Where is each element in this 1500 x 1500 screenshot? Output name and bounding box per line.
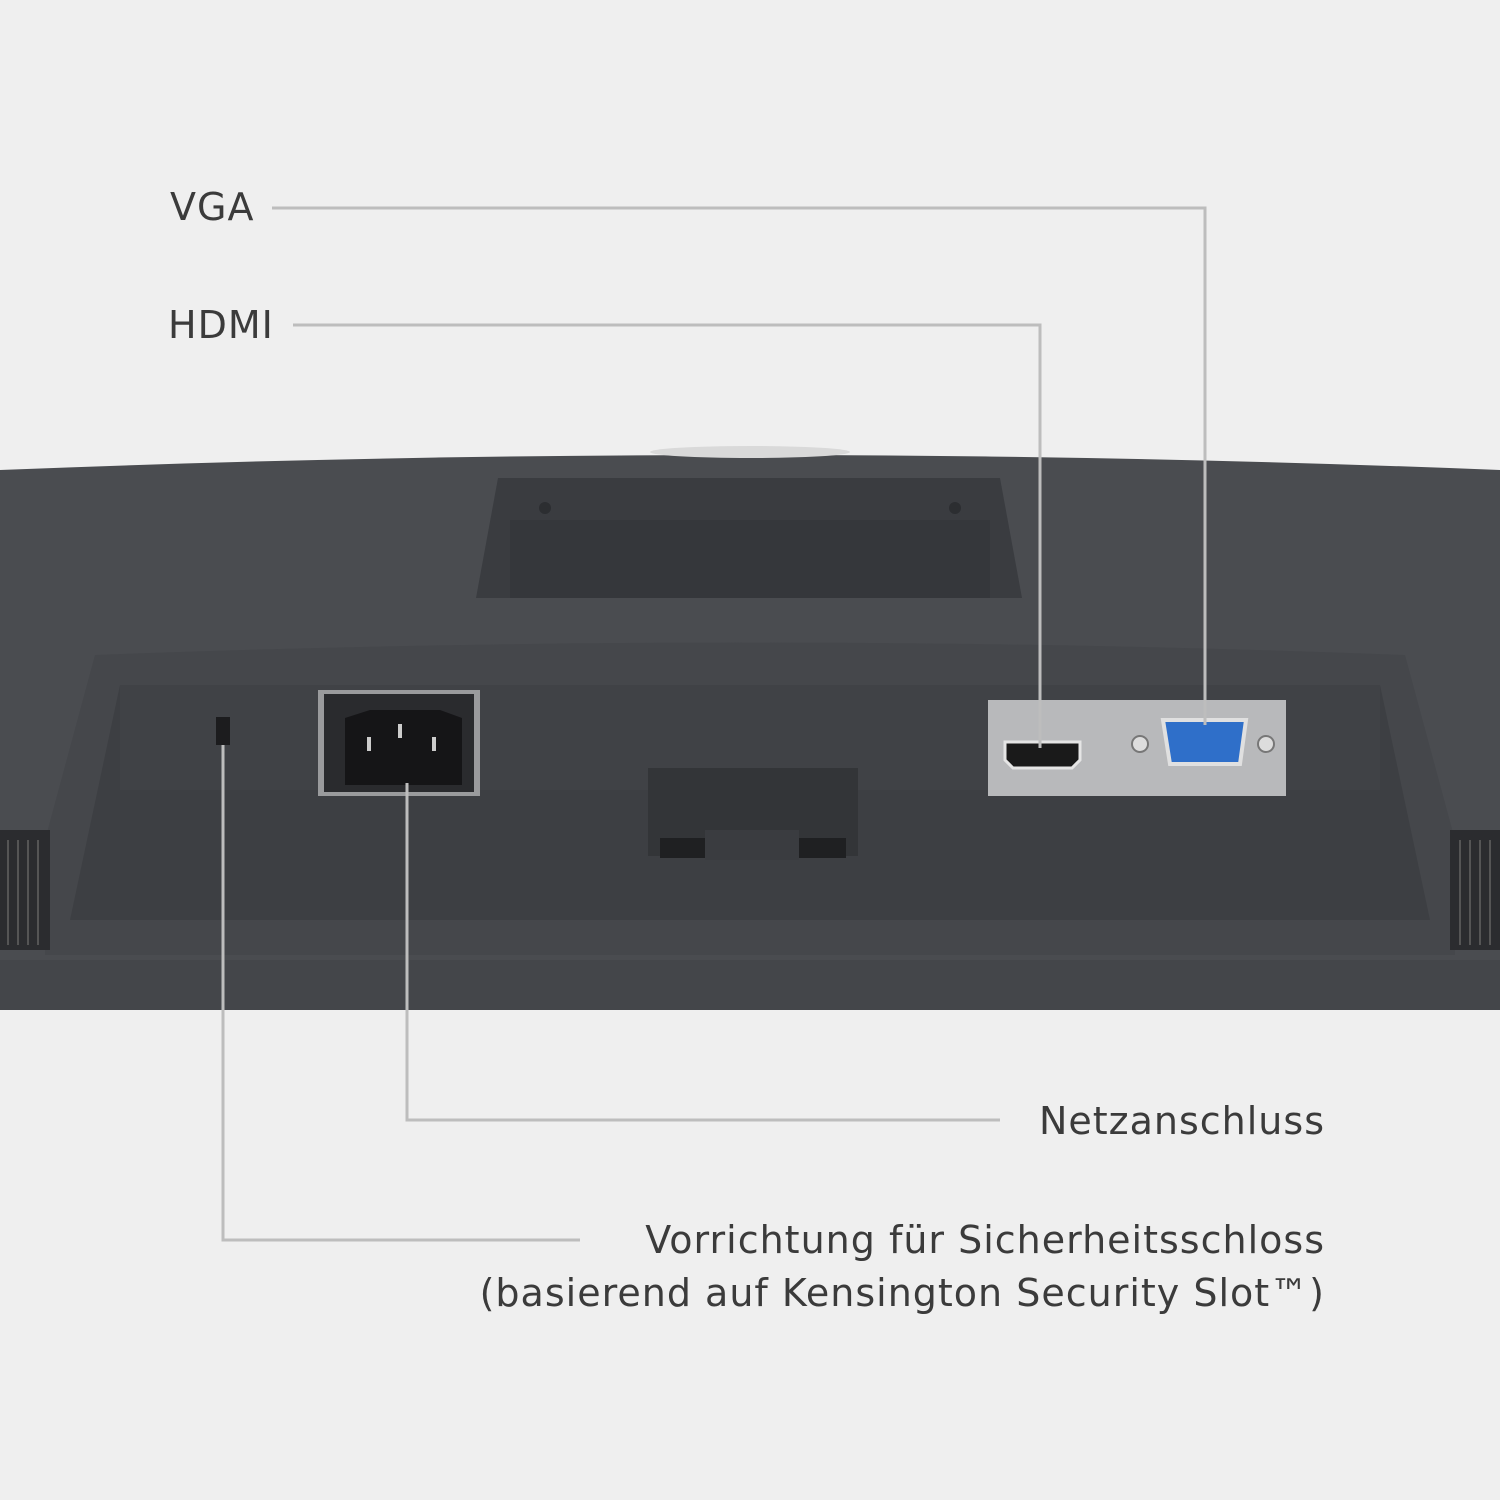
- monitor-bottom-edge: [0, 960, 1500, 1010]
- lock-label-line1: Vorrichtung für Sicherheitsschloss: [645, 1218, 1325, 1262]
- hdmi-port: [1003, 740, 1082, 770]
- vent-left: [0, 830, 50, 950]
- hdmi-callout-line: [293, 323, 1042, 748]
- power-callout-line: [405, 783, 1000, 1122]
- lock-callout-line: [221, 745, 580, 1242]
- vga-callout-line: [272, 206, 1207, 725]
- kensington-slot: [216, 717, 230, 745]
- power-socket: [318, 690, 480, 796]
- stand-bracket: [648, 768, 858, 860]
- lock-label-line2: (basierend auf Kensington Security Slot™…: [479, 1271, 1325, 1315]
- vga-label: VGA: [170, 185, 255, 229]
- port-plate: [988, 700, 1286, 796]
- power-label: Netzanschluss: [1038, 1099, 1325, 1143]
- vent-right: [1450, 830, 1500, 950]
- hdmi-label: HDMI: [168, 303, 274, 347]
- logo-highlight: [650, 446, 850, 458]
- vga-port: [1160, 718, 1249, 766]
- callout-lines: [221, 206, 1207, 1242]
- vesa-plate: [510, 520, 990, 598]
